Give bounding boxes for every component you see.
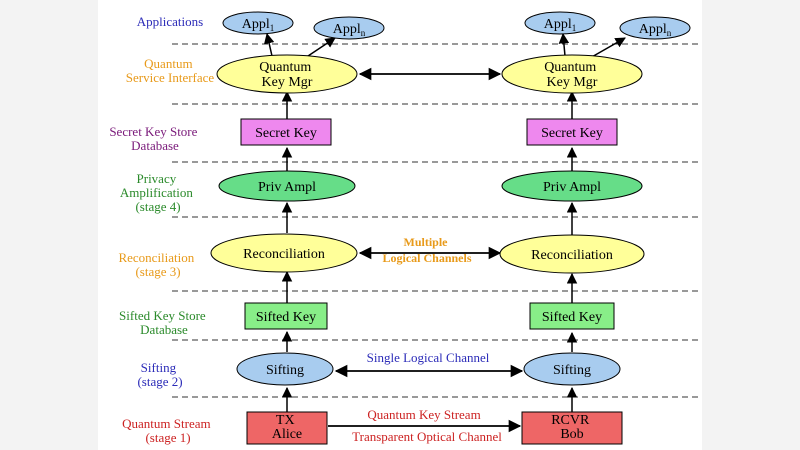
sifting-right: Sifting xyxy=(523,352,621,386)
svg-text:Appln: Appln xyxy=(333,22,366,38)
layer-label-quantum-stream: Quantum Stream (stage 1) xyxy=(122,416,214,445)
tx-alice-box: TX Alice xyxy=(246,411,328,445)
svg-text:Priv Ampl: Priv Ampl xyxy=(258,180,316,195)
layer-separators xyxy=(172,43,700,398)
layer-label-applications: Applications xyxy=(137,14,203,29)
priv-ampl-right: Priv Ampl xyxy=(501,170,643,202)
vertical-arrows xyxy=(263,32,626,412)
svg-text:Priv Ampl: Priv Ampl xyxy=(543,180,601,195)
svg-text:Quantum Key Mgr: Quantum Key Mgr xyxy=(544,60,600,90)
svg-text:TX Alice: TX Alice xyxy=(272,413,302,442)
channel-arrows xyxy=(328,67,524,433)
sifting-left: Sifting xyxy=(236,352,334,386)
svg-text:Appl1: Appl1 xyxy=(242,17,275,33)
app-1-right: Appl1 xyxy=(524,11,596,35)
rcvr-bob-box: RCVR Bob xyxy=(521,411,623,445)
svg-text:Sifting: Sifting xyxy=(266,363,304,378)
single-logical-channel-label: Single Logical Channel xyxy=(367,350,490,365)
multiple-logical-channels-label: Multiple Logical Channels xyxy=(382,235,471,265)
svg-text:Sifted Key: Sifted Key xyxy=(256,310,316,325)
layer-label-secret-key-store: Secret Key Store Database xyxy=(109,124,200,153)
layer-label-sifting: Sifting (stage 2) xyxy=(137,360,182,389)
secret-key-right: Secret Key xyxy=(526,118,618,146)
reconciliation-right: Reconciliation xyxy=(499,234,645,274)
priv-ampl-left: Priv Ampl xyxy=(218,170,356,202)
svg-text:Reconciliation: Reconciliation xyxy=(243,247,325,262)
svg-text:Sifted Key: Sifted Key xyxy=(542,310,602,325)
svg-text:Secret Key: Secret Key xyxy=(541,126,603,141)
svg-text:RCVR Bob: RCVR Bob xyxy=(551,413,593,442)
app-1-left: Appl1 xyxy=(222,11,294,35)
quantum-key-stream-label: Quantum Key Stream xyxy=(367,407,480,422)
layer-label-privacy: Privacy Amplification (stage 4) xyxy=(120,171,196,214)
secret-key-left: Secret Key xyxy=(240,118,332,146)
transparent-optical-channel-label: Transparent Optical Channel xyxy=(352,429,502,444)
svg-text:Quantum Key Mgr: Quantum Key Mgr xyxy=(259,60,315,90)
quantum-key-mgr-right: Quantum Key Mgr xyxy=(501,54,643,94)
svg-text:Appl1: Appl1 xyxy=(544,17,577,33)
layer-label-sifted-key-store: Sifted Key Store Database xyxy=(119,308,209,337)
layer-label-reconciliation: Reconciliation (stage 3) xyxy=(118,250,197,279)
sifted-key-right: Sifted Key xyxy=(529,302,615,330)
svg-text:Reconciliation: Reconciliation xyxy=(531,248,613,263)
quantum-key-mgr-left: Quantum Key Mgr xyxy=(216,54,358,94)
app-n-left: Appln xyxy=(313,16,385,40)
sifted-key-left: Sifted Key xyxy=(244,302,328,330)
app-n-right: Appln xyxy=(619,16,691,40)
svg-text:Secret Key: Secret Key xyxy=(255,126,317,141)
reconciliation-left: Reconciliation xyxy=(210,233,358,273)
svg-text:Appln: Appln xyxy=(639,22,672,38)
svg-text:Sifting: Sifting xyxy=(553,363,591,378)
layer-label-qsi: Quantum Service Interface xyxy=(126,56,215,85)
